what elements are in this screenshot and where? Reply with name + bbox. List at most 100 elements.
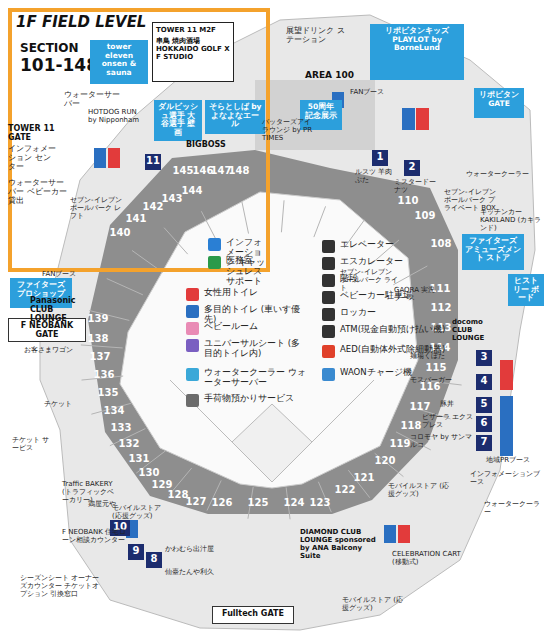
node-text: そらとしば by よなよなエール [208,103,262,129]
facility-label: かわむら出汁屋 [165,545,225,553]
legend-icon [186,322,199,335]
legend-text: ウォータークーラー ウォーターサーバー [204,368,306,388]
stall-number: 7 [476,435,492,451]
section-number: 136 [94,369,115,380]
legend-icon [186,394,199,407]
facility-label: F NEOBANK 住宅ローン相談カウンター [62,528,132,544]
legend-item: エレベーター [322,240,462,253]
section-number: 120 [375,455,396,466]
legend-text: エレベーター [340,240,394,250]
stall-number: 1 [372,150,388,166]
node-text: 8 [147,553,161,565]
legend-text: 階段 [340,274,358,284]
node-text: 3 [477,351,491,363]
map-title: 1F FIELD LEVEL [16,14,146,31]
node-text: 2 [405,161,419,173]
facility-label: FANブース [350,88,390,96]
section-number: 119 [390,438,411,449]
node-text: リポビタン GATE [477,91,521,108]
section-number: 124 [284,497,305,508]
node-text: TOWER 11 M2F [156,26,230,34]
facility-label: ルスツ 羊肉ぶた [355,168,399,184]
facility-label: docomo CLUB LOUNGE [452,318,502,342]
section-number: 115 [426,362,447,373]
section-number: 147 [211,165,232,176]
legend-item: 医務室 [208,256,266,269]
legend-icon [322,368,335,381]
section-number: 148 [229,165,250,176]
node-text: 4 [477,375,491,387]
section-number: 140 [110,227,131,238]
facility-label: TOWER 11 GATE [8,124,68,142]
legend-text: 手荷物預かりサービス [204,394,294,404]
facility-label: FANブース [42,270,86,278]
facility-label: CELEBRATION CART (移動式) [392,550,472,566]
legend-icon [322,274,335,287]
legend-text: ATM(現金自動預け払い機) [340,325,445,335]
section-number: 121 [354,472,375,483]
section-number: 142 [143,201,164,212]
facility-label: Panasonic CLUB LOUNGE [30,296,86,324]
facility-label: チケット [44,400,84,408]
legend-icon [186,368,199,381]
section-number: 130 [139,467,160,478]
facility-label: コロモヤ by サンマルコ [410,433,474,449]
section-number: 138 [88,333,109,344]
stall-number: 8 [146,552,162,568]
facility-label: インフォメーションブース [470,470,542,486]
legend-item: ロッカー [322,308,462,321]
node-text: 1 [373,151,387,163]
section-number: 143 [162,193,183,204]
section-number: 125 [248,497,269,508]
facility-label: お客さまワゴン [24,346,84,354]
facility-label: 仙臺たんや利久 [165,568,225,576]
legend-icon [208,238,221,251]
section-number: 127 [186,496,207,507]
section-number: 112 [431,302,452,313]
legend-text: 女性用トイレ [204,288,258,298]
facility-label: インフォメーション センター [8,144,56,172]
facility-box: ファイターズ アミューズメント ストア [462,234,524,270]
facility-label: Traffic BAKERY (トラフィックベーカリー) [62,480,120,504]
facility-label: ピザーラ エクスプレス [422,413,474,429]
facility-label: モバイルストア (応援グッズ) [112,504,172,520]
node-text: F NEOBANK GATE [12,321,82,339]
facility-label: ウォータークーラー [484,500,544,516]
facility-label: AREA 100 [305,70,365,80]
facility-label: ウォーターサーバー ベビーカー貸出 [8,178,68,206]
legend-text: AED(自動体外式除細動器) [340,345,445,355]
stall-number: 9 [128,544,144,560]
legend-item: WAONチャージ機 [322,368,462,381]
legend-icon [322,291,335,304]
section-number: 141 [126,213,147,224]
legend-icon [322,345,335,358]
facility-box: tower eleven onsen & sauna [90,40,148,84]
section-number: 131 [129,453,150,464]
node-text: ファイターズ アミューズメント ストア [465,237,521,263]
facility-label: ミスタードーナツ [394,178,442,194]
facility-label: モバイルストア (応援グッズ) [388,482,450,498]
legend-item: ベビールーム [186,322,306,335]
facility-label: 地域PRブース [486,456,544,464]
legend-icon [186,288,199,301]
legend-text: 医務室 [226,256,253,266]
section-number: 110 [398,195,419,206]
facility-label: キッチンカー KAKILAND (カキランド) [480,208,544,232]
legend-icon [208,256,221,269]
legend-item: ベビーカー駐車場 [322,291,462,304]
section-number: 117 [410,401,431,412]
facility-label: モバイルストア (応援グッズ) [342,596,404,612]
node-text: ファイターズ プロショップ [13,281,69,298]
stall-number: 5 [476,397,492,413]
legend-item: ユニバーサルシート (多目的トイレ内) [186,339,306,359]
infield [232,404,312,482]
legend-icon [322,308,335,321]
facility-box: そらとしば by よなよなエール [205,100,265,134]
legend-text: ユニバーサルシート (多目的トイレ内) [204,339,306,359]
node-text: ダルビッシュ選手 大谷選手 壁画 [157,103,199,138]
legend-text: ロッカー [340,308,376,318]
legend-item: エスカレーター [322,257,462,270]
node-text: ヒストリー ボード [511,277,541,303]
section-number: 145 [173,165,194,176]
